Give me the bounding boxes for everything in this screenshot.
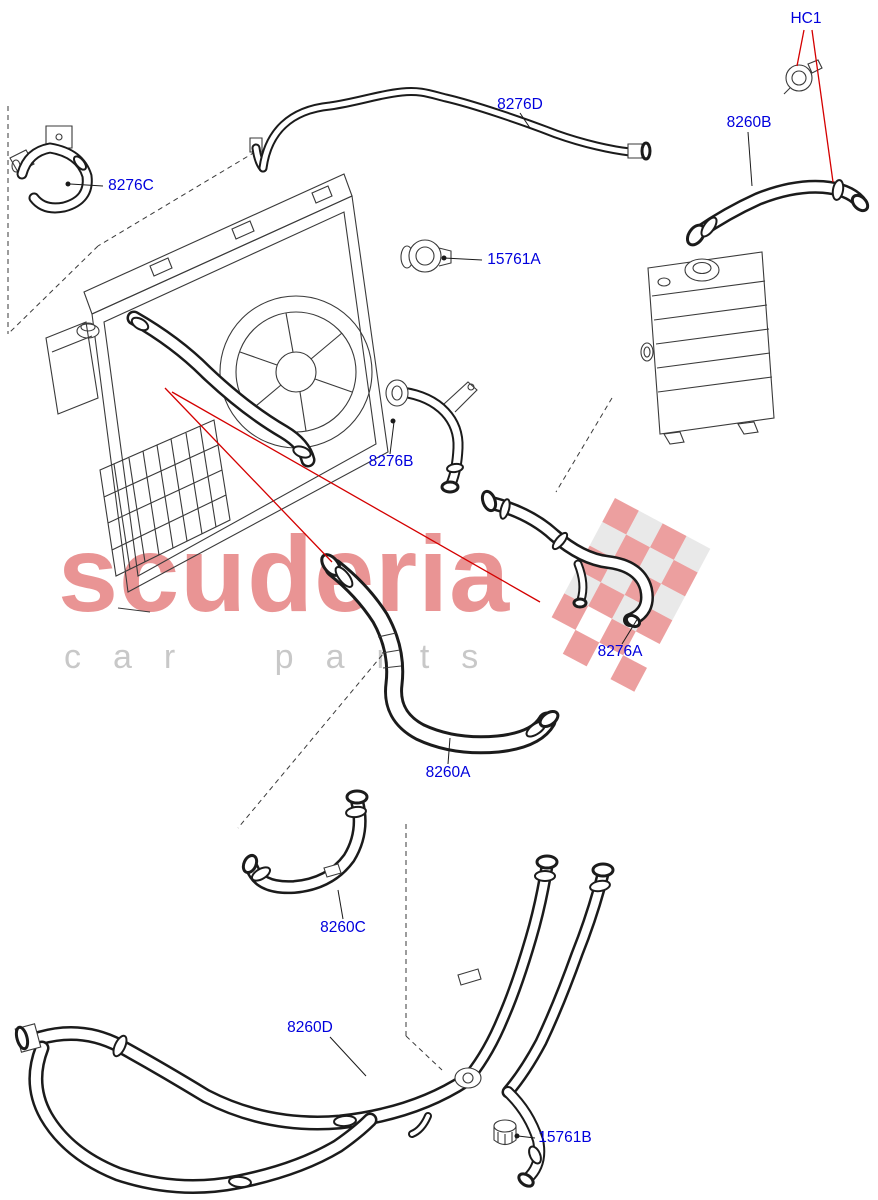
connector-15761a-art <box>400 239 452 273</box>
radiator-assembly-art <box>45 173 389 613</box>
hose-8276a-art <box>480 489 654 629</box>
part-label-8276a[interactable]: 8276A <box>597 643 643 660</box>
hose-8260b-art <box>685 179 870 247</box>
assembly-dashed-lines <box>7 106 613 1071</box>
part-label-8276b[interactable]: 8276B <box>368 453 414 470</box>
hose-assembly-8260d-art <box>14 854 615 1194</box>
part-label-8260c[interactable]: 8260C <box>320 919 366 936</box>
hose-8260c-art <box>241 789 369 895</box>
hose-8276c-art <box>9 125 93 214</box>
leader-lines <box>69 112 753 1139</box>
pipe-8276b-art <box>385 379 478 494</box>
part-label-8276d[interactable]: 8276D <box>497 96 543 113</box>
part-label-hc1[interactable]: HC1 <box>790 10 822 27</box>
part-label-8260d[interactable]: 8260D <box>287 1019 333 1036</box>
hose-8260a-art <box>320 553 560 755</box>
hose-8276d-art <box>249 87 652 173</box>
part-label-8260a[interactable]: 8260A <box>425 764 471 781</box>
red-leader-lines <box>164 29 834 603</box>
plug-15761b-art <box>493 1119 517 1146</box>
part-label-15761a[interactable]: 15761A <box>487 251 541 268</box>
intercooler-art <box>640 251 775 445</box>
part-label-8260b[interactable]: 8260B <box>726 114 772 131</box>
part-label-15761b[interactable]: 15761B <box>538 1129 592 1146</box>
part-label-8276c[interactable]: 8276C <box>108 177 154 194</box>
clamp-hc1-art <box>783 59 823 95</box>
watermark-tagline: car parts <box>64 638 511 676</box>
watermark-flag <box>551 498 711 692</box>
